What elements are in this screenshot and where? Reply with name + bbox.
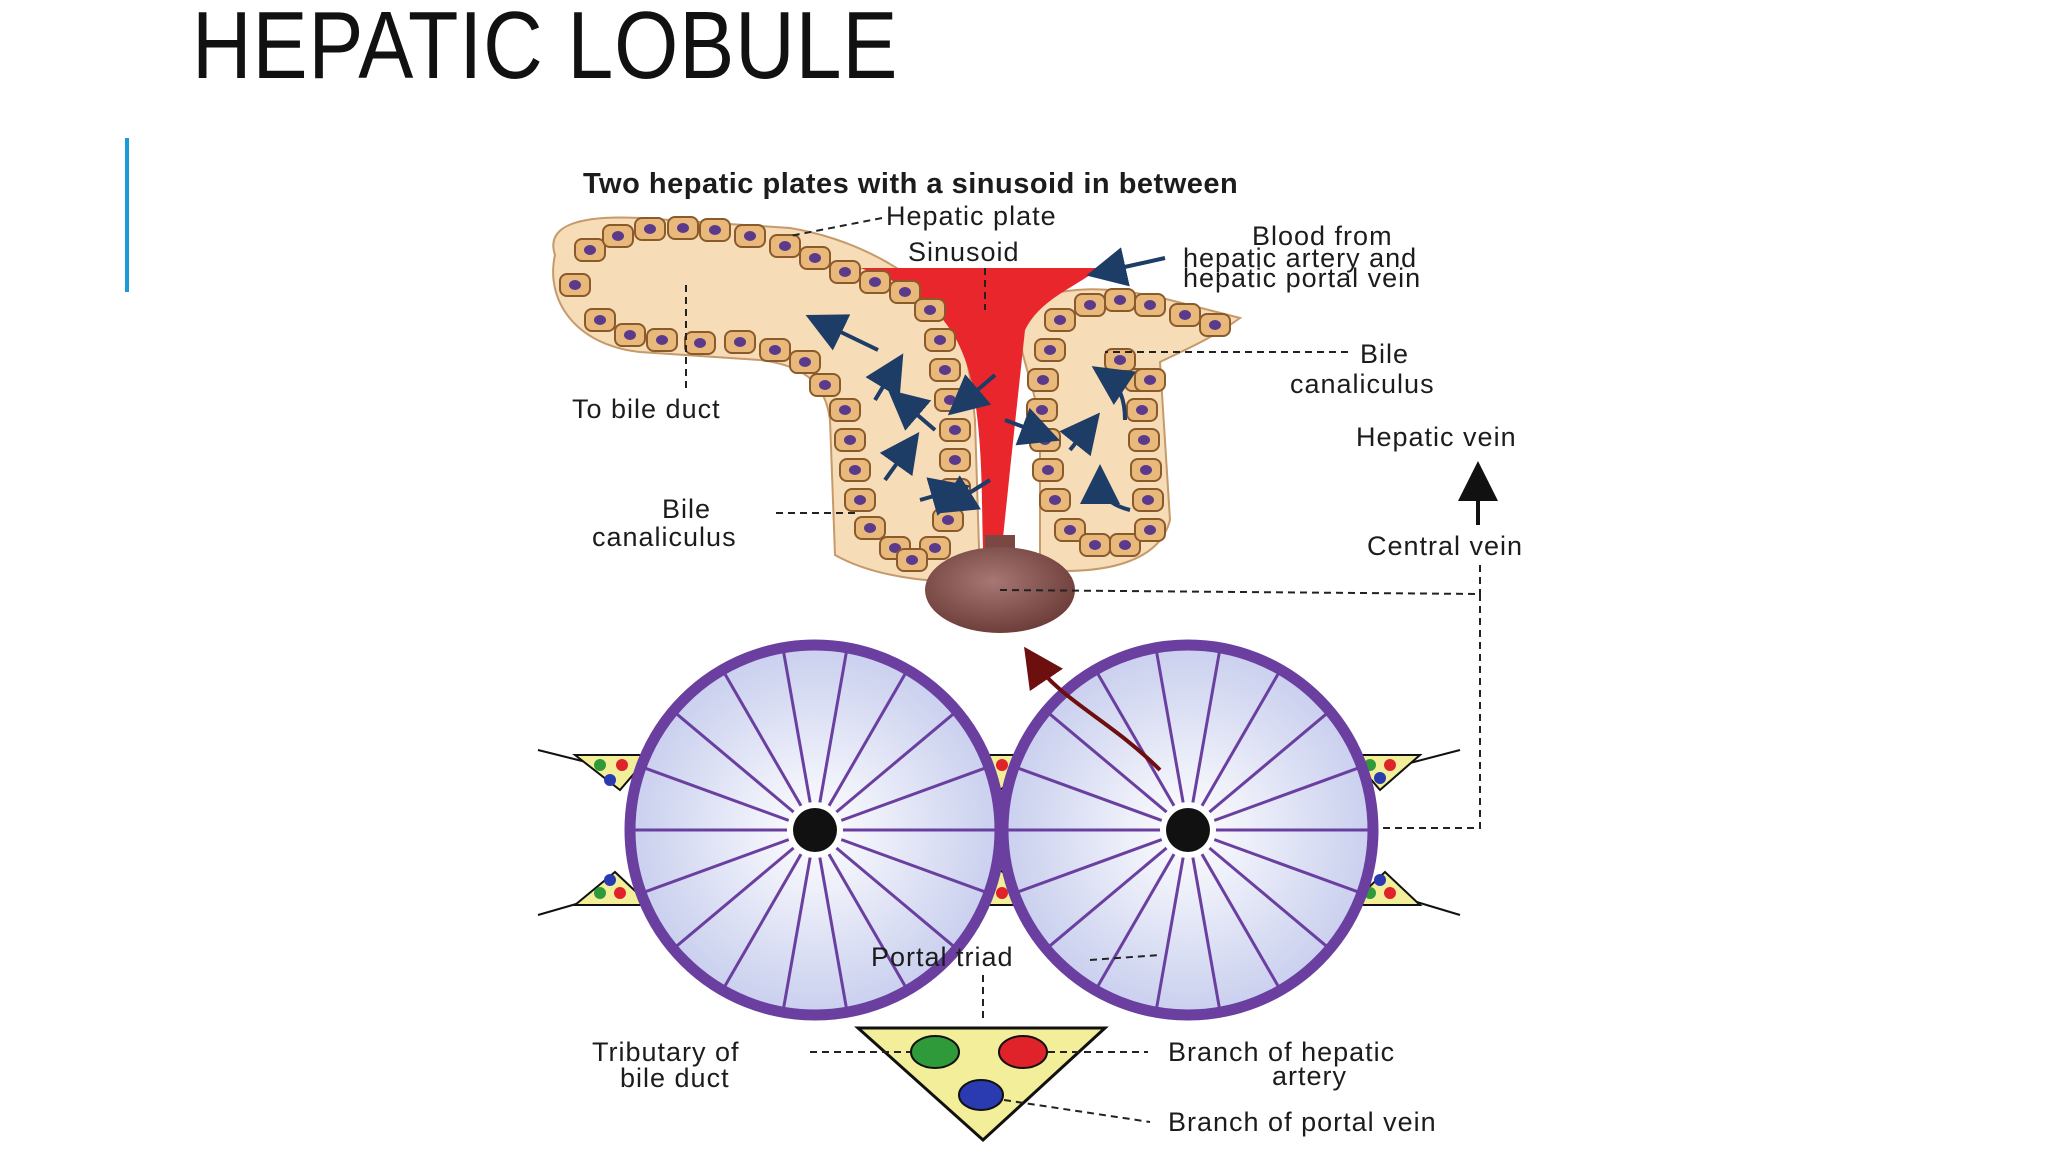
lobules: [624, 639, 1379, 1021]
hepatocyte-cell: [1026, 398, 1058, 422]
hepatocyte-cell: [939, 448, 971, 472]
hepatocyte-cell: [1104, 348, 1136, 372]
portal-triad: [572, 870, 653, 906]
hepatocyte-cell: [939, 418, 971, 442]
hepatocyte-cell: [914, 298, 946, 322]
label-tributary-1: Tributary of: [592, 1037, 740, 1067]
hepatocyte-cell: [844, 488, 876, 512]
hepatocyte-cell: [734, 224, 766, 248]
hepatocyte-cell: [769, 234, 801, 258]
accent-bar: [125, 138, 129, 292]
hepatocyte-cell: [934, 388, 966, 412]
diagram-heading: Two hepatic plates with a sinusoid in be…: [583, 168, 1238, 200]
hepatocyte-cell: [854, 516, 886, 540]
leader-central-vein: [999, 589, 1481, 829]
hepatocyte-cell: [932, 508, 964, 532]
central-vein: [1166, 808, 1210, 852]
hepatocyte-cell: [724, 330, 756, 354]
label-blood-from-1: Blood from: [1252, 221, 1393, 251]
hepatocyte-cell: [1039, 488, 1071, 512]
label-bile-canaliculus-right-1: Bile: [1360, 339, 1409, 369]
label-central-vein: Central vein: [1367, 531, 1523, 561]
label-bile-canaliculus-left-2: canaliculus: [592, 522, 737, 552]
label-sinusoid: Sinusoid: [908, 237, 1020, 267]
hepatocyte-cell: [1109, 533, 1141, 557]
hepatocyte-cell: [809, 373, 841, 397]
blood-flow-arrows: [805, 314, 1137, 516]
hepatocyte-cell: [759, 338, 791, 362]
hepatocyte-cell: [559, 273, 591, 297]
hepatocyte-cell: [834, 428, 866, 452]
label-hepatic-plate: Hepatic plate: [886, 201, 1057, 231]
label-tributary-2: bile duct: [620, 1063, 730, 1093]
blood-inflow-arrow: [1086, 247, 1166, 287]
hepatocyte-cell: [684, 331, 716, 355]
hepatocyte-cell: [789, 350, 821, 374]
hepatocyte-cell: [929, 358, 961, 382]
hepatocyte-cell: [574, 238, 606, 262]
hepatocyte-cell: [699, 218, 731, 242]
label-hepatic-vein: Hepatic vein: [1356, 422, 1517, 452]
label-portal-triad: Portal triad: [871, 942, 1014, 972]
sinusoid-channel: [860, 268, 1100, 585]
hepatocyte-cell: [634, 217, 666, 241]
label-branch-portal-vein: Branch of portal vein: [1168, 1107, 1437, 1137]
label-blood-from-2: hepatic artery and: [1183, 243, 1417, 273]
hepatocyte-cell: [667, 216, 699, 240]
hepatocyte-cell: [1128, 428, 1160, 452]
label-branch-hepatic-artery-1: Branch of hepatic: [1168, 1037, 1395, 1067]
hepatocyte-cell: [1132, 488, 1164, 512]
hepatocyte-cell: [1134, 368, 1166, 392]
hepatocyte-cell: [584, 308, 616, 332]
hepatocyte-cell: [1027, 368, 1059, 392]
label-bile-canaliculus-left-1: Bile: [662, 494, 711, 524]
hepatocyte-cell: [799, 246, 831, 270]
bile-duct-tributary: [910, 1035, 960, 1069]
portal-triad: [1347, 754, 1423, 792]
hepatocyte-cell: [1034, 338, 1066, 362]
hepatocyte-cell: [1134, 518, 1166, 542]
hepatocyte-cell: [859, 270, 891, 294]
hepatocyte-cell: [839, 458, 871, 482]
hepatocyte-cell: [1126, 398, 1158, 422]
leader-hepatic-plate: [789, 217, 883, 237]
lobule: [997, 639, 1379, 1021]
hepatocyte-cell: [889, 280, 921, 304]
label-bile-canaliculus-right-2: canaliculus: [1290, 369, 1435, 399]
hepatocyte-cell: [1054, 518, 1086, 542]
label-to-bile-duct: To bile duct: [572, 394, 721, 424]
hepatocyte-cell: [829, 260, 861, 284]
hepatocyte-cell: [1134, 293, 1166, 317]
zoom-arrow: [1024, 646, 1162, 772]
hepatocyte-cell: [1199, 313, 1231, 337]
label-branch-hepatic-artery-2: artery: [1272, 1061, 1347, 1091]
portal-triad: [572, 754, 653, 792]
hepatocyte-cell: [614, 323, 646, 347]
hepatocyte-cell: [1130, 458, 1162, 482]
hepatocyte-cell: [1169, 303, 1201, 327]
hepatic-plates-illustration: [552, 216, 1243, 633]
portal-vein-branch: [958, 1079, 1004, 1111]
central-vein: [793, 808, 837, 852]
portal-triad-enlarged: [854, 1026, 1109, 1143]
leader-branch-portal-vein: [1003, 1099, 1151, 1123]
lobule: [624, 639, 1006, 1021]
lobule-structure: [537, 639, 1461, 1021]
hepatocyte-cell: [1104, 288, 1136, 312]
hepatocyte-cell: [1079, 533, 1111, 557]
hepatocyte-cell: [924, 328, 956, 352]
hepatocyte-cell: [1032, 458, 1064, 482]
hepatocyte-cell: [646, 328, 678, 352]
hepatocyte-cell: [829, 398, 861, 422]
hepatocyte-cell: [896, 548, 928, 572]
page-title: HEPATIC LOBULE: [192, 0, 899, 99]
hepatocyte-cell: [1044, 308, 1076, 332]
label-blood-from-3: hepatic portal vein: [1183, 263, 1421, 293]
hepatocyte-cell: [602, 224, 634, 248]
hepatic-artery-branch: [998, 1035, 1048, 1069]
hepatocyte-cell: [1074, 293, 1106, 317]
